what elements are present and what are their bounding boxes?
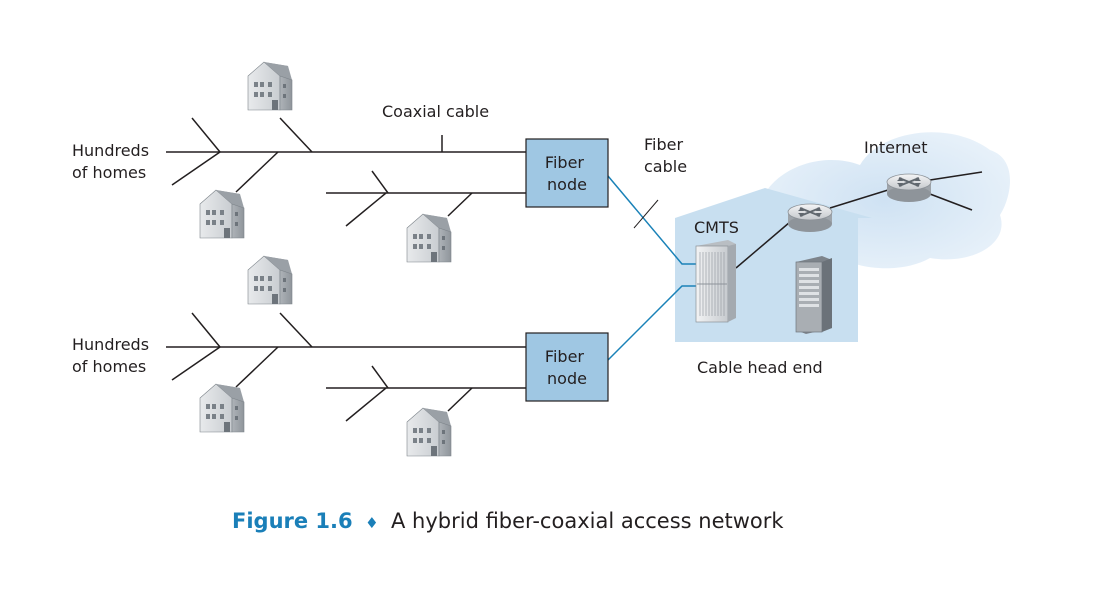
house-icon	[406, 213, 452, 263]
homes-label-bottom: Hundreds of homes	[72, 335, 154, 376]
caption-text: A hybrid fiber-coaxial access network	[391, 509, 784, 533]
house-icon	[247, 61, 293, 111]
coaxial-tree-top	[166, 117, 526, 227]
fiber-cable-pointer	[633, 199, 659, 229]
fiber-cable-lines	[607, 175, 696, 361]
fiber-cable-label: Fiber cable	[644, 135, 688, 176]
coaxial-tree-bottom	[166, 312, 526, 422]
fiber-node-bottom-label: Fiber node	[545, 347, 589, 388]
house-icon	[199, 189, 245, 239]
house-icon	[199, 383, 245, 433]
house-icon	[247, 255, 293, 305]
coaxial-cable-label: Coaxial cable	[382, 102, 489, 121]
cmts-label: CMTS	[694, 218, 739, 237]
cable-head-end-label: Cable head end	[697, 358, 823, 377]
fiber-node-bottom	[525, 332, 609, 402]
house-icon	[406, 407, 452, 457]
router-icon	[787, 203, 833, 233]
cmts-rack-icon	[695, 240, 736, 323]
figure-number: Figure 1.6	[232, 509, 353, 533]
router-icon	[886, 173, 932, 203]
server-icon	[795, 256, 832, 334]
fiber-node-top	[525, 138, 609, 208]
caption-separator: ♦	[365, 514, 378, 532]
internet-label: Internet	[864, 138, 928, 157]
fiber-node-top-label: Fiber node	[545, 153, 589, 194]
homes-label-top: Hundreds of homes	[72, 141, 154, 182]
head-end-links	[735, 171, 983, 269]
figure-caption: Figure 1.6 ♦ A hybrid fiber-coaxial acce…	[232, 509, 784, 533]
